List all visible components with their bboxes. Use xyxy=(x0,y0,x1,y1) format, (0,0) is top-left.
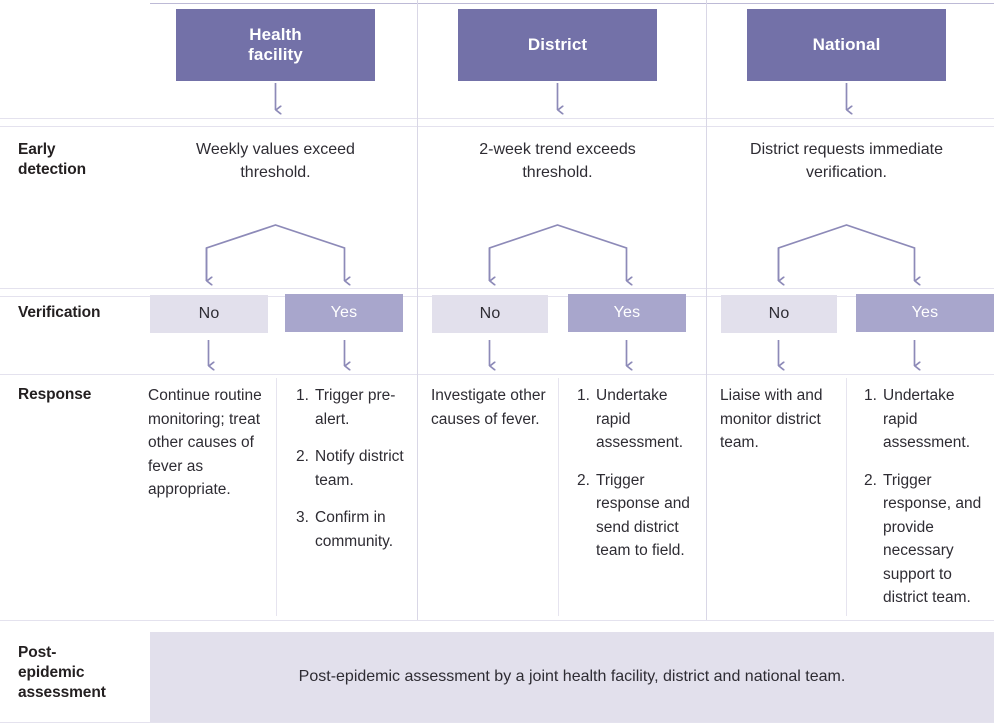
header-label-district: District xyxy=(527,34,588,54)
response-steps-health-facility: Trigger pre-alert. Notify district team.… xyxy=(296,384,412,553)
row-label-response: Response xyxy=(18,386,92,403)
row-label-verification: Verification xyxy=(18,304,101,321)
divider-header-bottom-a xyxy=(0,118,994,119)
response-cell-no-district: Investigate other causes of fever. xyxy=(431,387,546,428)
response-step: Trigger response and send district team … xyxy=(577,469,690,560)
divider-verification-top-a xyxy=(0,288,994,289)
fork-health-facility xyxy=(205,224,345,281)
early-detection-cell-district: 2-week trend exceeds threshold. xyxy=(479,141,636,181)
response-cell-no-national: Liaise with and monitor district team. xyxy=(720,387,823,452)
header-box-national[interactable]: National xyxy=(747,9,946,81)
response-steps-district: Undertake rapid assessment. Trigger resp… xyxy=(577,384,695,563)
top-rule xyxy=(150,3,994,4)
verification-chip-yes-district[interactable]: Yes xyxy=(568,294,686,332)
post-epidemic-text: Post-epidemic assessment by a joint heal… xyxy=(298,667,846,685)
verification-chip-yes-national[interactable]: Yes xyxy=(856,294,994,332)
early-detection-cell-national: District requests immediate verification… xyxy=(750,141,943,181)
response-step: Trigger response, and provide necessary … xyxy=(864,469,982,607)
post-epidemic-band: Post-epidemic assessment by a joint heal… xyxy=(150,632,994,722)
response-cell-yes-national: Undertake rapid assessment. Trigger resp… xyxy=(864,384,992,610)
verification-chip-no-health-facility[interactable]: No xyxy=(150,295,268,333)
group-divider-2 xyxy=(706,0,707,620)
verification-chip-no-national[interactable]: No xyxy=(721,295,837,333)
response-step: Notify district team. xyxy=(296,445,404,489)
response-cell-no-health-facility: Continue routine monitoring; treat other… xyxy=(148,387,262,499)
early-detection-cell-health-facility: Weekly values exceed threshold. xyxy=(196,141,355,181)
header-label-national: National xyxy=(812,34,881,54)
divider-header-bottom-b xyxy=(0,126,994,127)
fork-national xyxy=(777,224,915,281)
inner-divider-health-facility xyxy=(276,378,277,616)
header-box-district[interactable]: District xyxy=(458,9,657,81)
response-step: Undertake rapid assessment. xyxy=(864,384,971,452)
divider-response-top xyxy=(0,374,994,375)
group-divider-1 xyxy=(417,0,418,620)
fork-district xyxy=(488,224,627,281)
response-cell-yes-district: Undertake rapid assessment. Trigger resp… xyxy=(577,384,695,563)
response-steps-national: Undertake rapid assessment. Trigger resp… xyxy=(864,384,992,610)
response-cell-yes-health-facility: Trigger pre-alert. Notify district team.… xyxy=(296,384,412,553)
inner-divider-district xyxy=(558,378,559,616)
divider-response-bottom xyxy=(0,620,994,621)
response-step: Trigger pre-alert. xyxy=(296,384,396,428)
divider-bottom xyxy=(0,722,994,723)
response-step: Confirm in community. xyxy=(296,506,394,550)
inner-divider-national xyxy=(846,378,847,616)
verification-chip-yes-health-facility[interactable]: Yes xyxy=(285,294,403,332)
response-step: Undertake rapid assessment. xyxy=(577,384,684,452)
verification-chip-no-district[interactable]: No xyxy=(432,295,548,333)
